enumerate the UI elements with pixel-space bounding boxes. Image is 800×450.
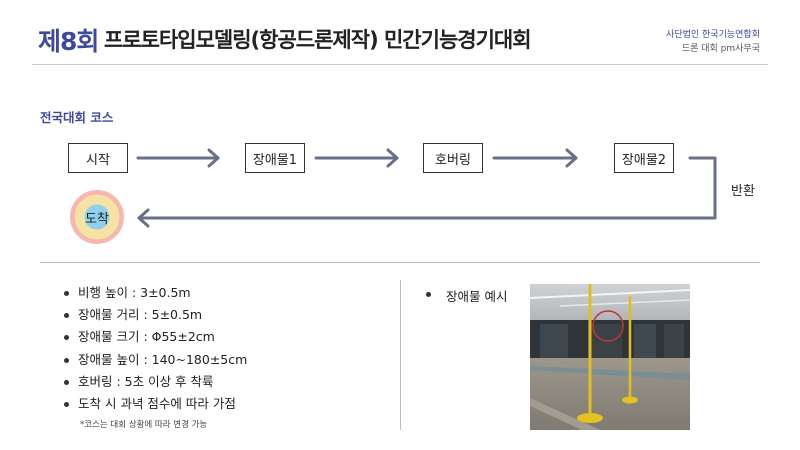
spec-list: 비행 높이 : 3±0.5m 장애물 거리 : 5±0.5m 장애물 크기 : … [58,282,247,415]
course-obstacle1: 장애물1 [245,143,305,173]
arrow-obstacle1-to-hovering [314,148,399,168]
column-divider [400,280,401,430]
list-item: 비행 높이 : 3±0.5m [58,282,247,304]
return-label: 반환 [731,184,755,199]
arrow-start-to-obstacle1 [136,148,220,168]
list-item: 호버링 : 5초 이상 후 착륙 [58,371,247,393]
title-number: 제8회 [38,27,99,56]
course-arrows [136,148,717,228]
arrow-hovering-to-obstacle2 [492,148,578,168]
list-item: 도착 시 과녁 점수에 따라 가점 [58,393,247,415]
organizer-office: 드론 대회 pm사무국 [681,44,760,54]
organizer-name: 사단법인 한국기능연합회 [666,30,760,40]
arrival-label: 도착 [85,211,109,227]
section-title: 전국대회 코스 [40,110,114,125]
course-start: 시작 [68,143,128,173]
course-note: *코스는 대회 상황에 따라 변경 가능 [80,420,208,430]
arrow-return-path [137,156,717,228]
header-divider [32,64,768,65]
course-obstacle2: 장애물2 [614,143,674,173]
course-hovering: 호버링 [423,143,483,173]
page-title: 프로토타입모델링(항공드론제작) 민간기능경기대회 [104,28,532,52]
example-label: 장애물 예시 [426,286,507,305]
list-item: 장애물 높이 : 140~180±5cm [58,349,247,371]
list-item: 장애물 거리 : 5±0.5m [58,304,247,326]
list-item: 장애물 크기 : Φ55±2cm [58,326,247,348]
organizer: 사단법인 한국기능연합회 드론 대회 pm사무국 [666,28,760,56]
arrival-target: 도착 [70,190,124,244]
section-divider [40,262,760,263]
obstacle-example-photo [530,284,690,430]
